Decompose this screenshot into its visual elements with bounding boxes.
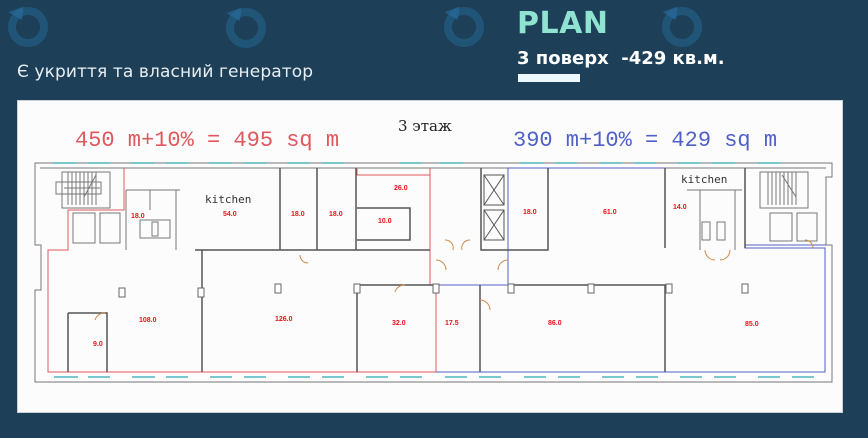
room-area-label: 32.0: [392, 320, 406, 327]
room-area-label: 17.5: [445, 320, 459, 327]
room-area-label: 54.0: [223, 211, 237, 218]
watermark-logo-icon: [444, 7, 484, 47]
room-area-label: 61.0: [603, 209, 617, 216]
room-area-label: 85.0: [745, 321, 759, 328]
kitchen-label-left: kitchen: [205, 193, 252, 206]
page-title: PLAN: [517, 6, 609, 41]
room-area-label: 126.0: [275, 316, 293, 323]
watermark-logo-icon: [8, 7, 48, 47]
shelter-generator-note: Є укриття та власний генератор: [17, 62, 314, 82]
watermark-logo-icon: [662, 7, 702, 47]
room-area-label: 18.0: [523, 209, 537, 216]
room-area-label: 18.0: [329, 211, 343, 218]
room-area-label: 9.0: [93, 341, 103, 348]
room-area-label: 10.0: [378, 218, 392, 225]
area-left-label: 450 m+10% = 495 sq m: [75, 128, 340, 153]
room-area-label: 26.0: [394, 185, 408, 192]
room-area-label: 108.0: [139, 317, 157, 324]
room-area-label: 18.0: [291, 211, 305, 218]
area-right-label: 390 m+10% = 429 sq m: [513, 128, 778, 153]
title-underline: [518, 74, 580, 82]
room-area-label: 14.0: [673, 204, 687, 211]
kitchen-label-right: kitchen: [681, 173, 728, 186]
floor-label: 3 этаж: [398, 117, 452, 135]
room-area-label: 86.0: [548, 320, 562, 327]
floor-area-info: 3 поверх -429 кв.м.: [517, 48, 725, 69]
watermark-logo-icon: [226, 8, 266, 48]
room-area-label: 18.0: [131, 213, 145, 220]
